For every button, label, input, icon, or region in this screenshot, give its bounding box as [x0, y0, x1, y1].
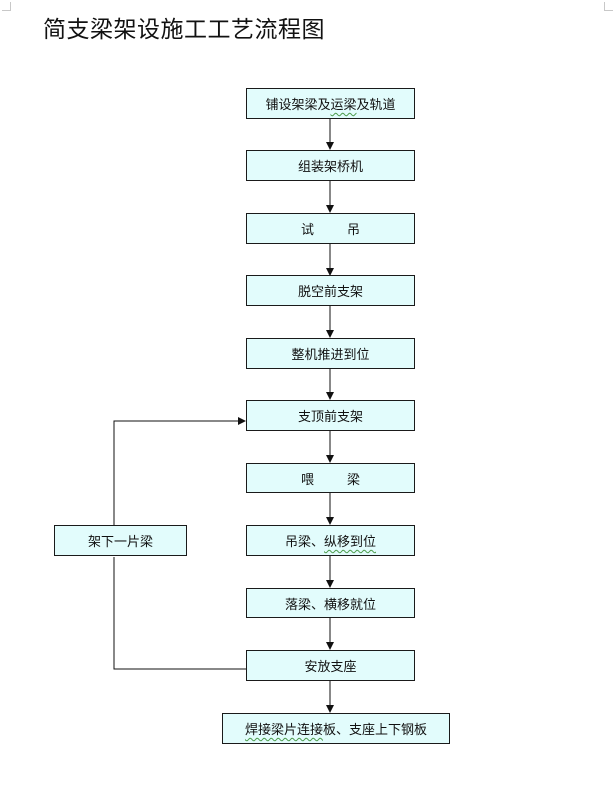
step-lay-track: 铺设架梁及运梁及轨道: [246, 88, 415, 119]
step-lift-and-move: 吊梁、纵移到位: [246, 525, 415, 556]
step-feed-beam: 喂 梁: [246, 463, 415, 493]
step-lower-and-shift: 落梁、横移就位: [246, 588, 415, 618]
loop-label: 架下一片梁: [87, 535, 153, 550]
step-label: 吊梁、: [284, 535, 324, 550]
loop-line-upper: [113, 417, 246, 525]
step-weld-connections: 焊接梁片连接板、支座上下钢板: [222, 713, 450, 744]
step-label-marked: 焊接梁片连接: [244, 723, 323, 738]
step-label: 铺设架梁及: [265, 98, 331, 113]
step-label: 试 吊: [300, 223, 361, 238]
step-label: 脱空前支架: [297, 285, 363, 300]
step-trial-lift: 试 吊: [246, 213, 415, 244]
page-title: 简支梁架设施工工艺流程图: [43, 17, 325, 43]
step-advance-machine: 整机推进到位: [246, 338, 415, 369]
step-label: 喂 梁: [300, 472, 361, 488]
step-jack-front-support: 支顶前支架: [246, 400, 415, 431]
step-label: 支顶前支架: [297, 410, 363, 425]
loop-line-lower: [113, 557, 246, 670]
step-label: 板、支座上下钢板: [323, 723, 428, 738]
step-label-marked: 纵移到位: [324, 535, 377, 550]
page-corner-mark: [604, 2, 613, 11]
page-corner-mark: [2, 2, 11, 11]
step-assemble-bridge-machine: 组装架桥机: [246, 150, 415, 181]
step-label-marked: 运梁: [330, 98, 357, 113]
loop-box-next-beam: 架下一片梁: [54, 525, 187, 556]
step-label: 组装架桥机: [297, 160, 363, 175]
step-place-bearing: 安放支座: [246, 650, 415, 681]
step-label: 整机推进到位: [291, 348, 370, 363]
step-release-front-support: 脱空前支架: [246, 275, 415, 306]
step-label: 落梁、横移就位: [284, 597, 376, 613]
step-label: 安放支座: [304, 660, 357, 675]
step-label: 及轨道: [356, 98, 396, 113]
